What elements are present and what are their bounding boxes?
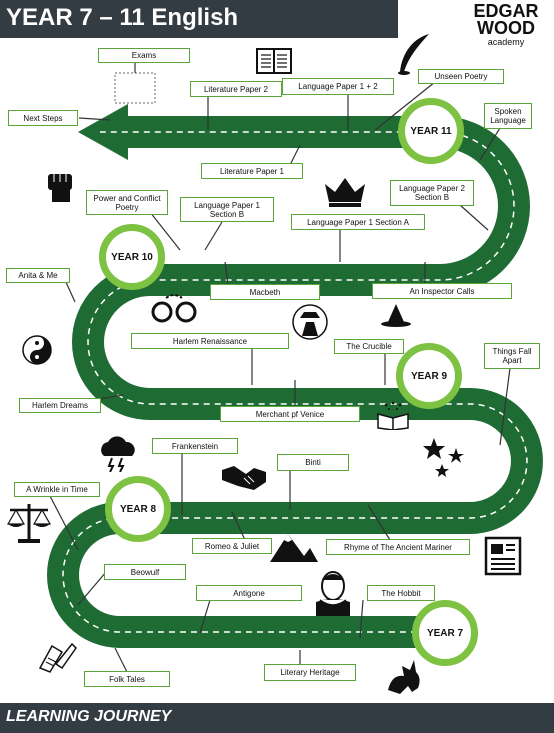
label-literature-paper-1: Literature Paper 1 <box>201 163 303 179</box>
newspaper-icon <box>484 536 522 576</box>
crown-icon <box>325 178 365 207</box>
yin-yang-icon <box>22 335 52 365</box>
year-11-milestone: YEAR 11 <box>398 98 464 164</box>
logo-line-2: WOOD <box>477 18 535 38</box>
handshake-icon <box>222 466 266 490</box>
label-beowulf: Beowulf <box>104 564 186 580</box>
year-8-milestone: YEAR 8 <box>105 476 171 542</box>
label-things-fall-apart: Things Fall Apart <box>484 343 540 369</box>
label-next-steps: Next Steps <box>8 110 78 126</box>
label-antigone: Antigone <box>196 585 302 601</box>
label-language-paper-2-section-b: Language Paper 2 Section B <box>390 180 474 206</box>
storm-cloud-icon <box>101 436 135 472</box>
label-frankenstein: Frankenstein <box>152 438 238 454</box>
page-title: YEAR 7 – 11 English <box>6 4 239 31</box>
label-harlem-renaissance: Harlem Renaissance <box>131 333 289 349</box>
label-folk-tales: Folk Tales <box>84 671 170 687</box>
scales-icon <box>6 504 52 543</box>
stars-icon <box>423 438 464 477</box>
label-wrinkle-in-time: A Wrinkle in Time <box>14 482 100 497</box>
logo-line-1: EDGAR <box>473 1 539 21</box>
label-rhyme-ancient-mariner: Rhyme of The Ancient Mariner <box>326 539 470 555</box>
label-merchant-venice: Merchant pf Venice <box>220 406 360 422</box>
dragon-icon <box>388 660 420 694</box>
label-macbeth: Macbeth <box>210 284 320 300</box>
label-anita-me: Anita & Me <box>6 268 70 283</box>
label-romeo-juliet: Romeo & Juliet <box>192 538 272 554</box>
footer-banner: LEARNING JOURNEY <box>0 703 554 733</box>
header-banner: YEAR 7 – 11 English <box>0 0 398 38</box>
year-9-milestone: YEAR 9 <box>396 343 462 409</box>
label-unseen-poetry: Unseen Poetry <box>418 69 504 84</box>
label-inspector-calls: An Inspector Calls <box>372 283 512 299</box>
logo-line-3: academy <box>487 37 525 47</box>
school-logo: EDGAR WOOD academy <box>470 1 542 51</box>
label-language-paper-1-section-a: Language Paper 1 Section A <box>291 214 425 230</box>
label-exams: Exams <box>98 48 190 63</box>
year-7-milestone: YEAR 7 <box>412 600 478 666</box>
shakespeare-icon <box>316 571 350 616</box>
book-icon <box>256 48 292 74</box>
mountain-icon <box>270 534 318 562</box>
label-literature-paper-2: Literature Paper 2 <box>190 81 282 97</box>
magic-book-icon <box>377 401 409 430</box>
label-binti: Binti <box>277 454 349 471</box>
label-power-conflict-poetry: Power and Conflict Poetry <box>86 190 168 215</box>
footer-title: LEARNING JOURNEY <box>6 708 172 725</box>
label-literary-heritage: Literary Heritage <box>264 664 356 681</box>
label-language-paper-1-section-b: Language Paper 1 Section B <box>180 197 274 222</box>
witch-hat-icon <box>381 304 411 327</box>
label-language-paper-1-2: Language Paper 1 + 2 <box>282 78 394 95</box>
detective-icon <box>292 304 328 340</box>
fist-icon <box>48 174 72 202</box>
label-spoken-language: Spoken Language <box>484 103 532 129</box>
hands-writing-icon <box>38 642 77 673</box>
year-10-milestone: YEAR 10 <box>99 224 165 290</box>
label-the-hobbit: The Hobbit <box>367 585 435 601</box>
quill-icon <box>398 34 429 75</box>
handcuffs-icon <box>151 294 197 323</box>
label-harlem-dreams: Harlem Dreams <box>19 398 101 413</box>
label-the-crucible: The Crucible <box>334 339 404 354</box>
